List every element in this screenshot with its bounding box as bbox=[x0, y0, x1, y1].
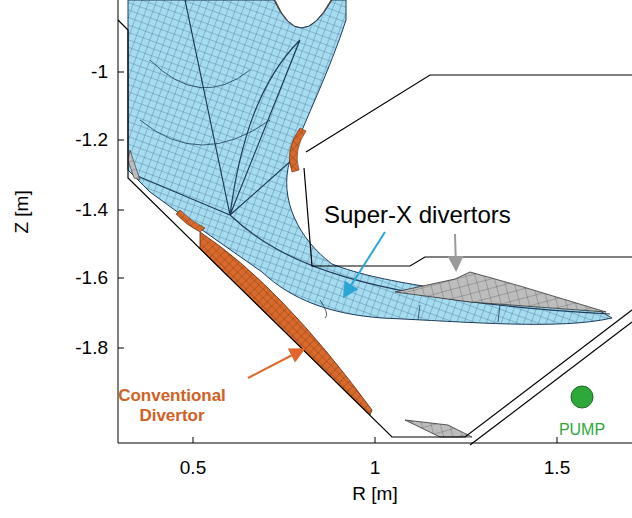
callout-label: PUMP bbox=[559, 421, 605, 439]
z-tick: -1.6 bbox=[75, 267, 108, 289]
z-tick: -1.2 bbox=[75, 129, 108, 151]
callout-label: Conventional Divertor bbox=[113, 386, 231, 425]
z-tick: -1.8 bbox=[75, 337, 108, 359]
z-tick: -1.4 bbox=[75, 199, 108, 221]
axis-title: Z [m] bbox=[11, 190, 33, 233]
z-tick: -1 bbox=[91, 61, 108, 83]
r-tick: 0.5 bbox=[180, 457, 206, 479]
r-tick: 1 bbox=[370, 457, 381, 479]
r-tick: 1.5 bbox=[544, 457, 570, 479]
axis-title: R [m] bbox=[352, 483, 397, 505]
callout-label: Super-X divertors bbox=[322, 201, 513, 229]
